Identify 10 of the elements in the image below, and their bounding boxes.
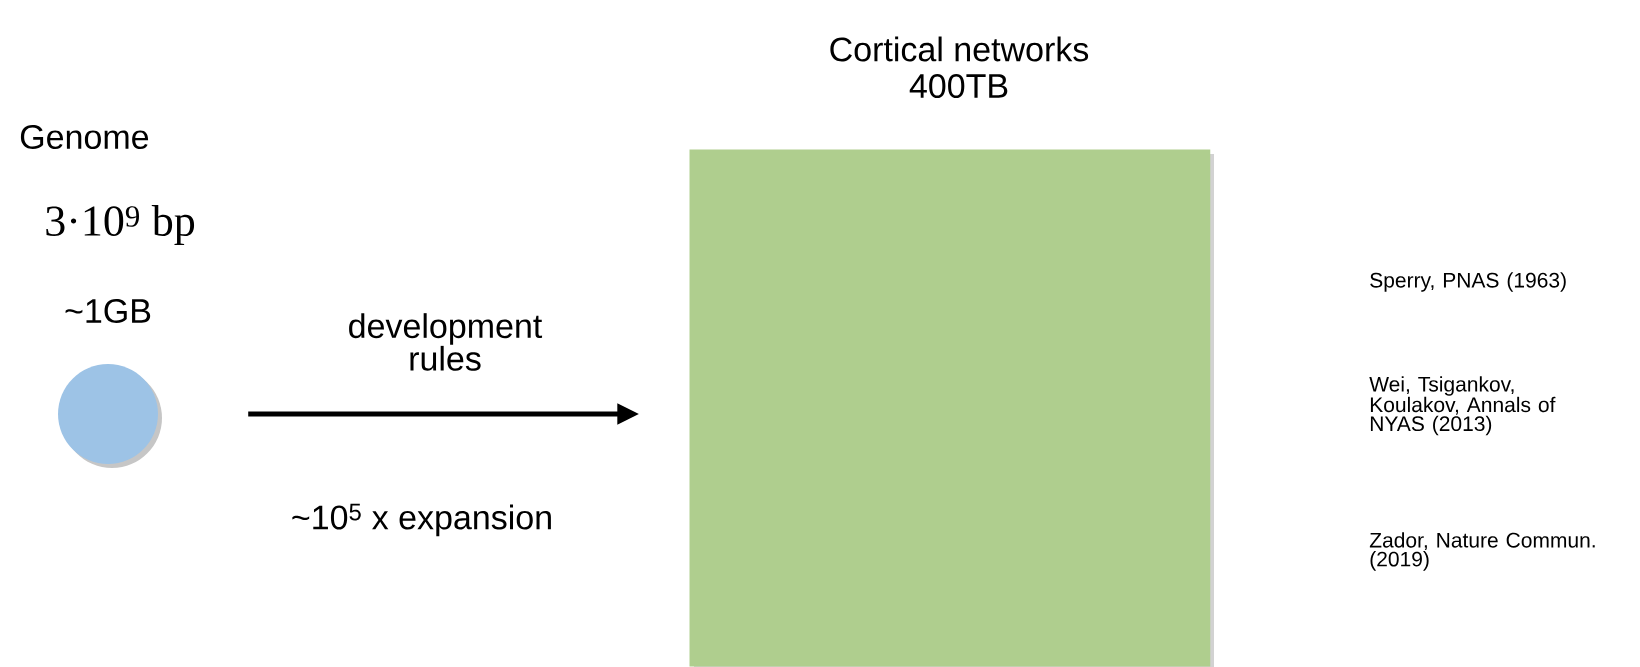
size-text: ~1GB	[65, 298, 151, 324]
heading: 400TB	[909, 73, 1008, 99]
edge-label: development rules	[349, 313, 543, 371]
formula-text: 3·10$^{9}$ bp	[46, 205, 195, 245]
reference-text: Zador, Nature Commun. (2019)	[1369, 532, 1595, 571]
reference-text: Wei, Tsigankov, Koulakov, Annals of NYAS (2013)	[1369, 376, 1556, 436]
heading: Cortical networks	[830, 36, 1089, 62]
note-text: ~10$^{5}$ x expansion	[292, 503, 551, 537]
reference-text: Sperry, PNAS (1963)	[1370, 272, 1566, 292]
heading: Genome	[20, 124, 149, 150]
